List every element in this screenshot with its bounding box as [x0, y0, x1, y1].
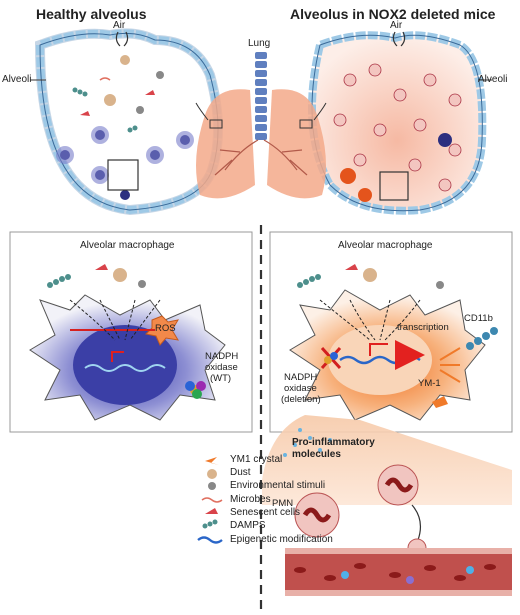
secreted-molecules — [283, 428, 332, 457]
legend-item-microbes: Microbes — [230, 494, 271, 505]
legend-item-environmental: Environmental stimuli — [230, 480, 326, 491]
nadph-wt-line2: oxidase — [205, 362, 238, 373]
legend-item-senescent: Senescent cells — [230, 507, 301, 518]
air-label-left: Air — [113, 20, 126, 31]
ros-label: ROS — [155, 323, 176, 334]
nadph-wt-line3: (WT) — [210, 373, 232, 384]
lung-label: Lung — [248, 38, 271, 49]
pmn-cells — [294, 464, 427, 558]
nox2-macrophage — [289, 264, 498, 421]
cd11b-label: CD11b — [464, 313, 493, 324]
macrophage-label-left: Alveolar macrophage — [80, 240, 175, 251]
legend-item-dust: Dust — [230, 467, 251, 478]
healthy-alveolus — [30, 28, 223, 216]
legend-item-epigenetic: Epigenetic modification — [230, 534, 333, 545]
transcription-label: transcription — [397, 322, 449, 333]
pmn-label: PMN — [272, 498, 294, 509]
proinflammatory-line2: molecules — [292, 449, 341, 460]
legend-item-damps: DAMPS — [230, 520, 266, 531]
legend-item-ym1: YM1 crystal — [230, 454, 283, 465]
lung-illustration — [195, 52, 327, 199]
nox2-alveolus — [308, 31, 492, 215]
macrophage-label-right: Alveolar macrophage — [338, 240, 433, 251]
nadph-del-line3: (deletion) — [281, 394, 321, 405]
legend-icons — [197, 457, 223, 544]
blood-vessel — [285, 548, 512, 596]
alveoli-label-right: Alveoli — [478, 74, 508, 85]
nadph-wt-line1: NADPH — [205, 351, 239, 362]
ym1-label: YM-1 — [418, 378, 441, 389]
nadph-del-line2: oxidase — [284, 383, 317, 394]
healthy-macrophage — [29, 264, 226, 421]
nadph-del-line1: NADPH — [284, 372, 318, 383]
title-nox2: Alveolus in NOX2 deleted mice — [290, 6, 496, 22]
alveoli-label-left: Alveoli — [2, 74, 32, 85]
proinflammatory-line1: Pro-inflammatory — [292, 437, 375, 448]
air-label-right: Air — [390, 20, 403, 31]
secretion-plume — [262, 415, 512, 505]
panel-left — [9, 231, 253, 433]
title-healthy: Healthy alveolus — [36, 6, 147, 22]
